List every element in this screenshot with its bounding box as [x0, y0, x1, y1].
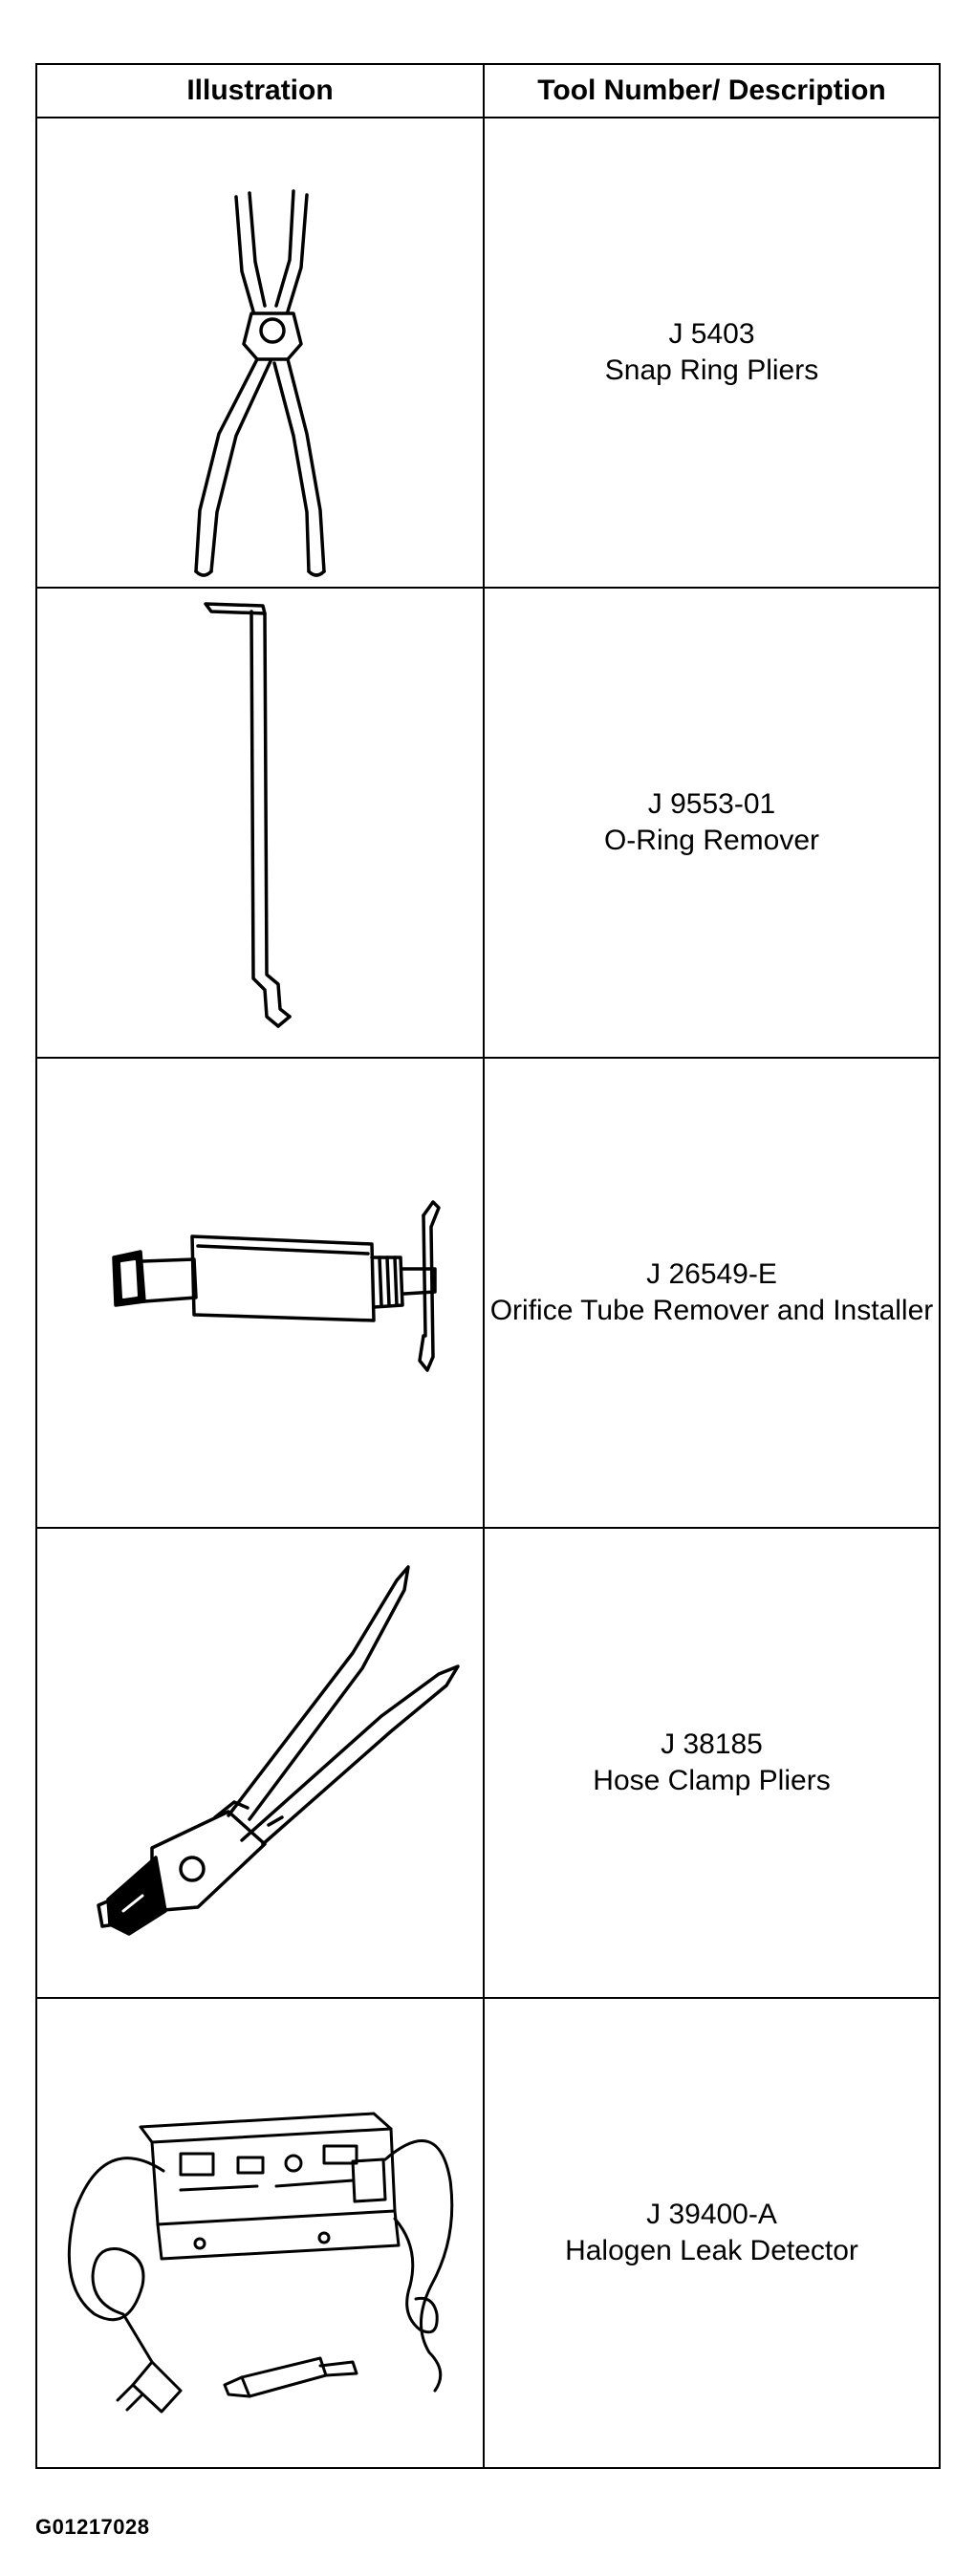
tool-number: J 39400-A [646, 2199, 777, 2230]
hose-clamp-pliers-icon [97, 1565, 460, 1936]
tool-number: J 26549-E [646, 1258, 777, 1290]
table-header-row: Illustration Tool Number/ Description [35, 63, 941, 118]
description-cell: J 5403 Snap Ring Pliers [483, 117, 941, 589]
illustration-cell [35, 1527, 485, 1999]
description-cell: J 9553-01 O-Ring Remover [483, 587, 941, 1059]
tool-description: O-Ring Remover [603, 825, 820, 856]
description-cell: J 38185 Hose Clamp Pliers [483, 1527, 941, 1999]
tool-description: Snap Ring Pliers [604, 354, 819, 386]
header-tool-number-description: Tool Number/ Description [483, 63, 941, 118]
illustration-cell [35, 1997, 485, 2469]
illustration-cell [35, 587, 485, 1059]
illustration-cell [35, 1057, 485, 1529]
o-ring-remover-icon [204, 602, 292, 1028]
halogen-leak-detector-icon [67, 2112, 454, 2414]
special-tools-table: Illustration Tool Number/ Description [35, 63, 941, 2469]
figure-id: G01217028 [35, 2515, 150, 2539]
orifice-tube-remover-icon [112, 1200, 441, 1372]
tool-description: Hose Clamp Pliers [593, 1765, 831, 1796]
header-illustration: Illustration [35, 63, 485, 118]
tool-description: Halogen Leak Detector [565, 2235, 858, 2266]
illustration-cell [35, 117, 485, 589]
tool-number: J 38185 [661, 1728, 763, 1760]
tool-description: Orifice Tube Remover and Installer [489, 1295, 934, 1326]
description-cell: J 39400-A Halogen Leak Detector [483, 1997, 941, 2469]
snap-ring-pliers-icon [194, 189, 326, 577]
tool-number: J 9553-01 [647, 788, 776, 820]
table-row: J 38185 Hose Clamp Pliers [35, 1527, 941, 1999]
table-row: J 9553-01 O-Ring Remover [35, 587, 941, 1059]
tool-number: J 5403 [668, 318, 755, 350]
description-cell: J 26549-E Orifice Tube Remover and Insta… [483, 1057, 941, 1529]
table-row: J 5403 Snap Ring Pliers [35, 117, 941, 589]
table-row: J 26549-E Orifice Tube Remover and Insta… [35, 1057, 941, 1529]
table-row: J 39400-A Halogen Leak Detector [35, 1997, 941, 2469]
